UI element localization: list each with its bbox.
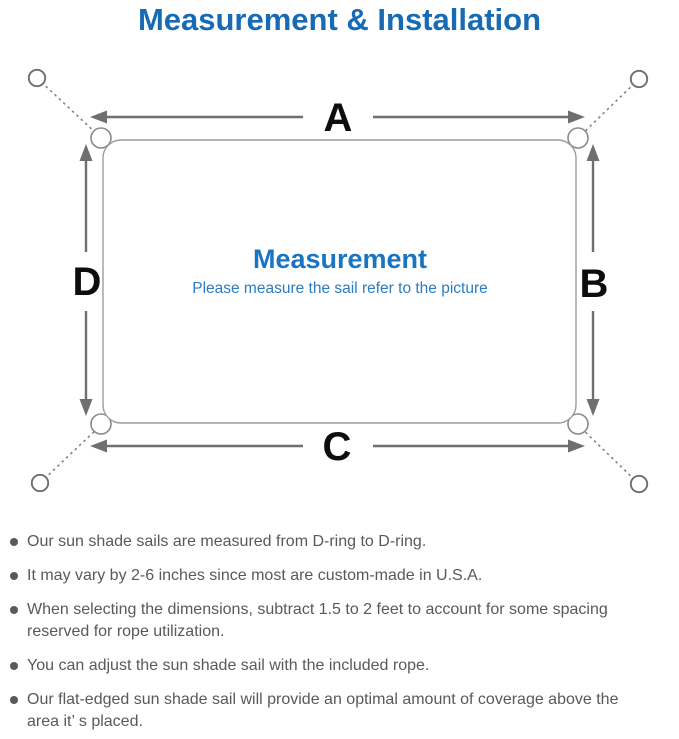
rope-top-right xyxy=(579,78,640,137)
d-ring-top-left xyxy=(90,127,112,149)
arrowhead-c-left xyxy=(90,439,107,453)
anchor-points xyxy=(27,68,649,494)
note-text: You can adjust the sun shade sail with t… xyxy=(27,657,430,674)
note-item: When selecting the dimensions, subtract … xyxy=(10,599,639,643)
arrowhead-b-down xyxy=(586,399,600,416)
note-text: It may vary by 2-6 inches since most are… xyxy=(27,567,483,584)
note-item: You can adjust the sun shade sail with t… xyxy=(10,655,639,677)
bullet-icon xyxy=(10,606,18,614)
measurement-diagram: A C D B Measurement Please measure the s… xyxy=(27,68,649,494)
arrowhead-d-down xyxy=(79,399,93,416)
d-ring-bottom-left xyxy=(90,413,112,435)
arrowhead-a-right xyxy=(568,110,585,124)
dimension-label-d: D xyxy=(73,260,102,304)
anchor-top-right xyxy=(629,69,649,89)
rope-dashed-lines xyxy=(36,77,640,485)
anchor-top-left xyxy=(27,68,47,88)
sail-outline xyxy=(102,139,577,424)
anchor-bottom-right xyxy=(629,474,649,494)
notes-list: Our sun shade sails are measured from D-… xyxy=(10,531,640,739)
bullet-icon xyxy=(10,538,18,546)
d-ring-top-right xyxy=(567,127,589,149)
note-item: Our flat-edged sun shade sail will provi… xyxy=(10,689,639,733)
note-text: When selecting the dimensions, subtract … xyxy=(27,601,608,640)
note-text: Our flat-edged sun shade sail will provi… xyxy=(27,691,619,730)
dimension-arrows xyxy=(84,115,595,448)
note-item: It may vary by 2-6 inches since most are… xyxy=(10,565,639,587)
anchor-bottom-left xyxy=(30,473,50,493)
rope-top-left xyxy=(36,77,100,137)
dimension-label-a: A xyxy=(324,96,353,140)
bullet-icon xyxy=(10,662,18,670)
note-text: Our sun shade sails are measured from D-… xyxy=(27,533,427,550)
diagram-center-title: Measurement xyxy=(253,244,427,274)
rope-bottom-left xyxy=(39,426,100,484)
dimension-label-c: C xyxy=(323,425,352,469)
bullet-icon xyxy=(10,696,18,704)
d-ring-bottom-right xyxy=(567,413,589,435)
corner-d-rings xyxy=(90,127,589,435)
diagram-center-subtitle: Please measure the sail refer to the pic… xyxy=(192,280,488,297)
arrowhead-a-left xyxy=(90,110,107,124)
arrowheads xyxy=(79,110,600,453)
note-item: Our sun shade sails are measured from D-… xyxy=(10,531,639,553)
rope-bottom-right xyxy=(579,426,640,485)
bullet-icon xyxy=(10,572,18,580)
arrowhead-b-up xyxy=(586,144,600,161)
arrowhead-c-right xyxy=(568,439,585,453)
dimension-label-b: B xyxy=(580,262,609,306)
arrowhead-d-up xyxy=(79,144,93,161)
page-title: Measurement & Installation xyxy=(137,2,542,37)
